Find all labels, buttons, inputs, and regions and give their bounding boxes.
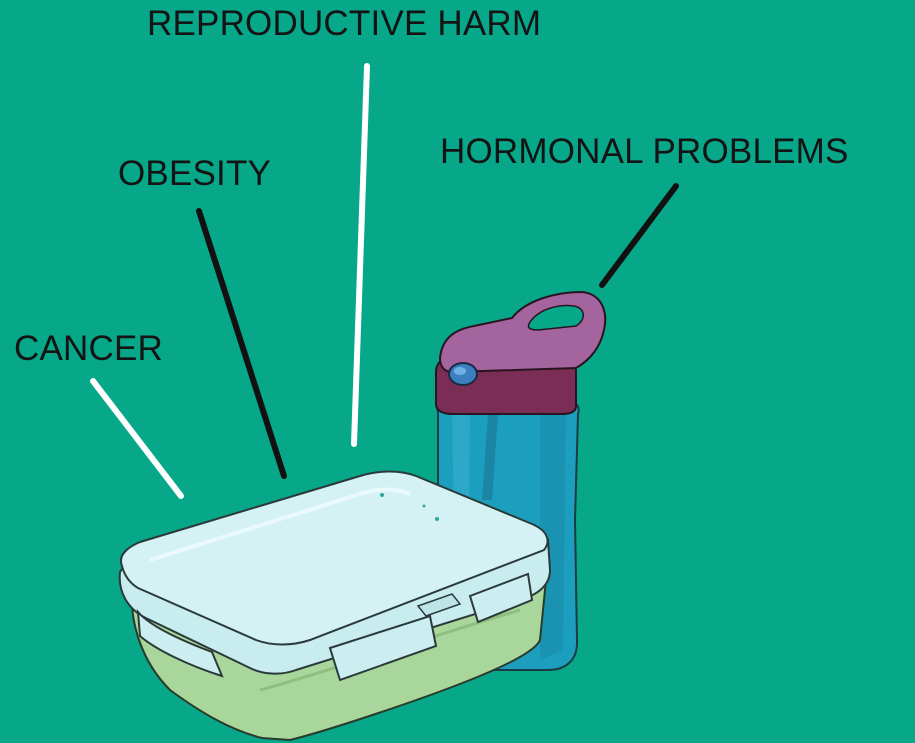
pointer-line-obesity <box>199 211 284 476</box>
label-obesity: OBESITY <box>118 156 271 191</box>
pointer-line-cancer <box>93 381 181 496</box>
pointer-line-reproductive-harm <box>354 66 367 444</box>
label-reproductive-harm: REPRODUCTIVE HARM <box>147 6 541 41</box>
pointer-line-hormonal-problems <box>602 186 676 285</box>
food-container-icon <box>120 472 550 741</box>
label-hormonal-problems: HORMONAL PROBLEMS <box>440 134 849 169</box>
label-cancer: CANCER <box>14 331 163 366</box>
